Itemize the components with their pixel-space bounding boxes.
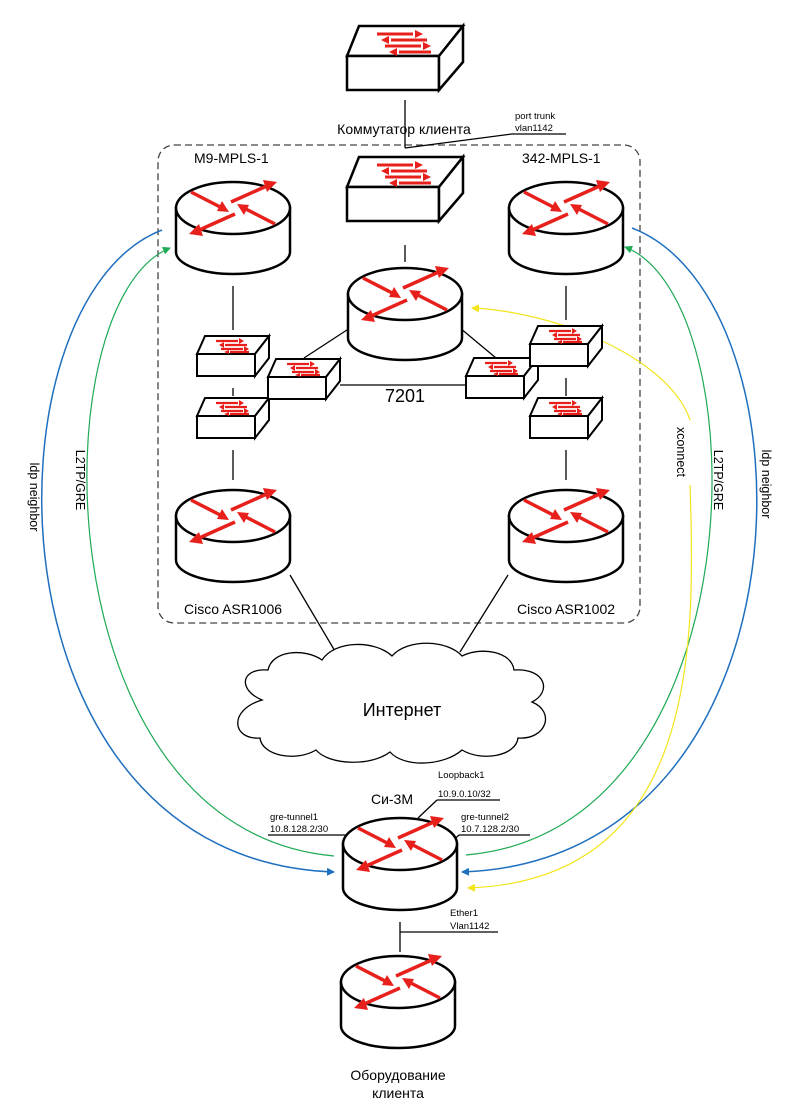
label-gre1: gre-tunnel1 <box>270 812 318 823</box>
label-internet: Интернет <box>363 700 442 720</box>
link-asr1002-internet <box>459 574 509 653</box>
router-client-equipment <box>339 952 457 1050</box>
label-client-equipment-1: Оборудование <box>350 1067 445 1083</box>
switch-7201-left <box>266 357 342 401</box>
label-xconnect: xconnect <box>674 427 688 478</box>
label-loopback: Loopback1 <box>438 770 484 781</box>
switch-m9-upper <box>195 334 271 378</box>
switch-342-upper <box>528 324 604 368</box>
label-loopback-ip: 10.9.0.10/32 <box>438 789 491 800</box>
label-ldp-right: ldp neighbor <box>759 450 773 519</box>
xconnect-curve-top <box>471 304 691 421</box>
link-asr1006-internet <box>289 574 343 664</box>
label-gre1-ip: 10.8.128.2/30 <box>270 824 328 835</box>
label-l2tp-left: L2TP/GRE <box>73 450 87 510</box>
label-port-trunk: port trunk <box>515 111 555 122</box>
label-client-equipment-2: клиента <box>372 1085 424 1101</box>
label-342: 342-MPLS-1 <box>522 150 601 166</box>
router-si3m <box>341 814 459 912</box>
router-342-mpls <box>507 178 625 276</box>
connections <box>232 100 567 952</box>
internet-cloud <box>237 642 547 764</box>
link-7201-right-switch <box>459 327 497 359</box>
xconnect-curve-bottom <box>467 484 693 892</box>
label-vlan-top: vlan1142 <box>515 123 553 134</box>
l2tp-left-curve <box>86 246 335 857</box>
ldp-right-curve <box>461 227 758 876</box>
switch-m9-lower <box>195 396 271 440</box>
label-vlan-bottom: Vlan1142 <box>450 921 489 932</box>
mpls-boundary <box>157 144 641 624</box>
switch-342-lower <box>528 396 604 440</box>
loopback-leader <box>417 799 438 819</box>
label-asr1006: Cisco ASR1006 <box>184 601 282 617</box>
router-asr1002 <box>507 486 625 584</box>
label-gre2-ip: 10.7.128.2/30 <box>461 824 519 835</box>
link-7201-left-switch <box>303 327 351 359</box>
client-switch-inner <box>345 155 465 223</box>
router-m9-mpls <box>174 178 292 276</box>
ldp-left-curve <box>41 229 335 876</box>
router-7201 <box>346 264 464 362</box>
l2tp-right-curve <box>465 245 713 856</box>
label-7201: 7201 <box>385 386 425 406</box>
client-switch-top <box>345 24 465 92</box>
label-ether1: Ether1 <box>450 908 478 919</box>
label-m9: M9-MPLS-1 <box>194 150 269 166</box>
label-si3m: Си-3М <box>371 791 413 807</box>
router-asr1006 <box>174 486 292 584</box>
switch-7201-right <box>464 356 540 400</box>
port-trunk-leader <box>404 133 513 149</box>
label-gre2: gre-tunnel2 <box>461 812 509 823</box>
label-ldp-left: ldp neighbor <box>27 463 41 532</box>
label-client-switch: Коммутатор клиента <box>337 121 471 137</box>
label-asr1002: Cisco ASR1002 <box>517 601 615 617</box>
label-l2tp-right: L2TP/GRE <box>711 450 725 510</box>
